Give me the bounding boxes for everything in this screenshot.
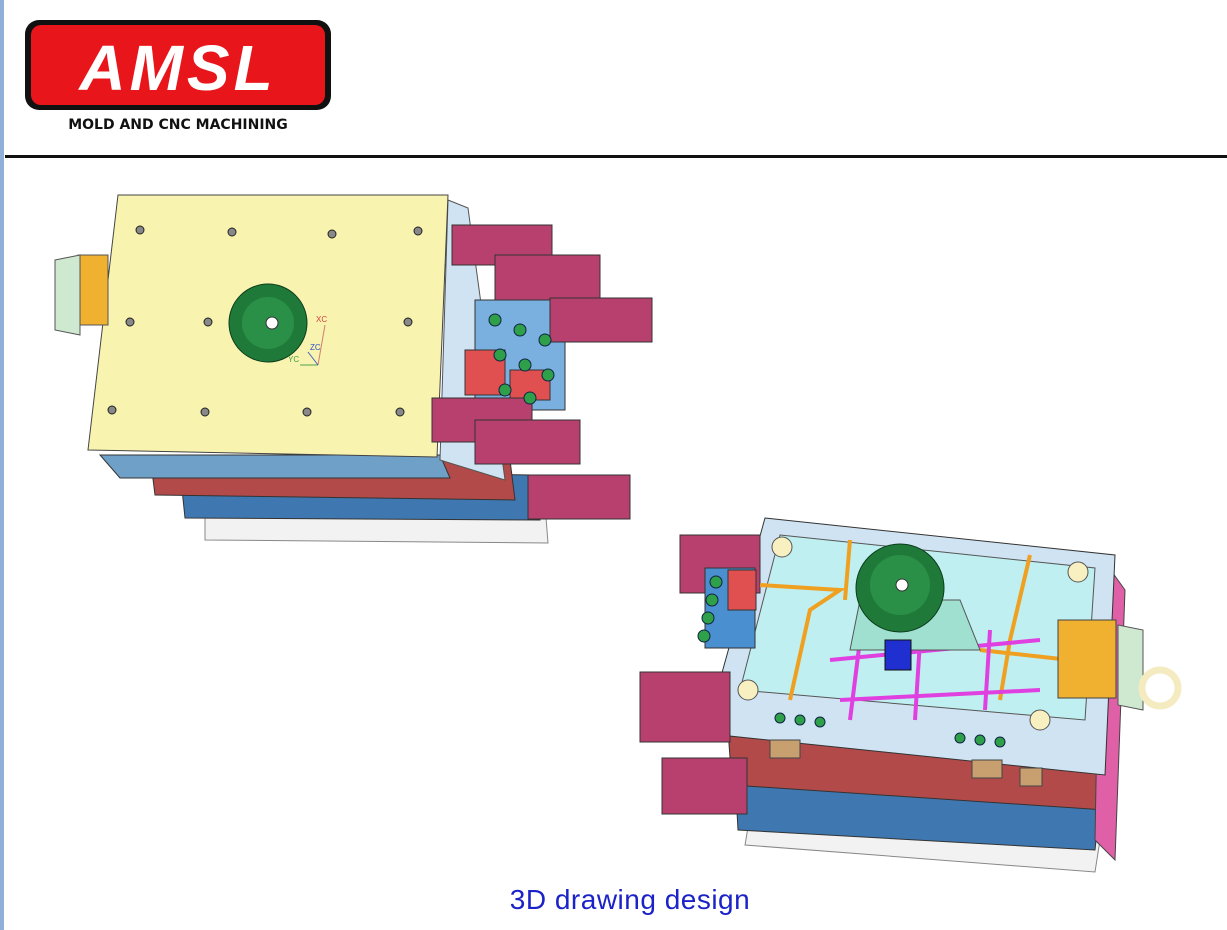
logo-tagline: MOLD AND CNC MACHINING xyxy=(68,117,288,133)
right-mold-render xyxy=(639,517,1182,873)
amsl-logo: AMSL MOLD AND CNC MACHINING xyxy=(25,20,331,133)
axis-label-zc: ZC xyxy=(310,343,321,352)
axis-label-xc: XC xyxy=(316,315,327,324)
left-mold-render: XC ZC YC xyxy=(54,194,653,544)
axis-label-yc: YC xyxy=(288,355,299,364)
slide-caption: 3D drawing design xyxy=(509,884,751,915)
slide-left-border xyxy=(0,0,4,930)
header-divider xyxy=(5,155,1227,158)
logo-wordmark: AMSL xyxy=(77,32,276,104)
